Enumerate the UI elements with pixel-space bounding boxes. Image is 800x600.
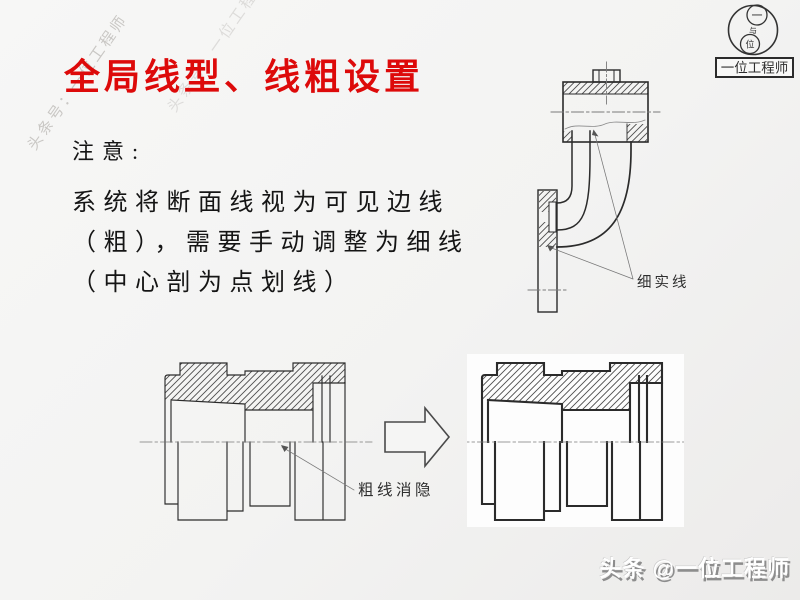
thick-line-hidden-label: 粗线消隐	[358, 481, 434, 499]
coupling-before-drawing: 粗线消隐	[139, 362, 434, 521]
logo: 一 与 位 一位工程师	[710, 2, 796, 80]
note-heading: 注意:	[72, 139, 147, 164]
thin-solid-line-label: 细实线	[637, 274, 690, 291]
footer-watermark: 头条 @一位工程师	[599, 556, 790, 581]
note-line: 系统将断面线视为可见边线	[72, 190, 450, 216]
note-body: 系统将断面线视为可见边线 （粗），需要手动调整为细线 （中心剖为点划线）	[72, 183, 470, 303]
note-line: （粗），需要手动调整为细线	[72, 230, 470, 256]
note-line: （中心剖为点划线）	[72, 270, 356, 296]
transform-arrow-icon	[384, 405, 451, 469]
result-card	[467, 354, 684, 527]
logo-bottom-char: 位	[745, 39, 754, 50]
logo-label: 一位工程师	[721, 61, 789, 76]
note-block: 注意: 系统将断面线视为可见边线 （粗），需要手动调整为细线 （中心剖为点划线）	[72, 134, 470, 303]
page-title: 全局线型、线粗设置	[64, 56, 425, 98]
engineer-logo-icon: 一 与 位 一位工程师	[715, 4, 794, 78]
elbow-section-drawing: 细实线	[527, 61, 690, 313]
logo-top-char: 一	[752, 10, 763, 22]
coupling-after-drawing	[467, 362, 684, 521]
logo-mid-char: 与	[749, 27, 757, 36]
